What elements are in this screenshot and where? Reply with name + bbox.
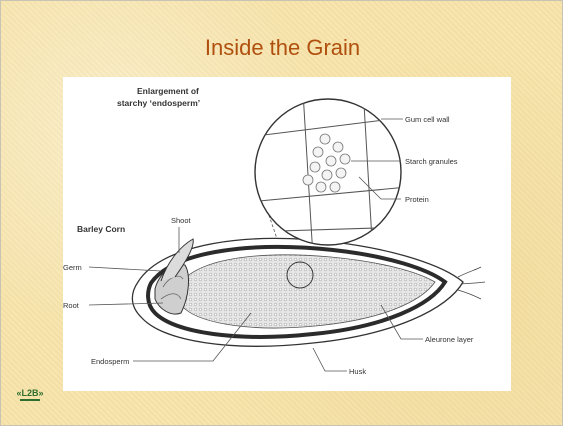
logo-underline	[20, 399, 40, 401]
enlargement-title-line1: Enlargement of	[137, 86, 199, 96]
brand-logo: «L2B»	[15, 387, 45, 405]
label-root: Root	[63, 301, 80, 310]
label-gum-cell-wall: Gum cell wall	[405, 115, 450, 124]
label-protein: Protein	[405, 195, 429, 204]
barley-grain-diagram: Enlargement of starchy ‘endosperm’ Gum c…	[63, 77, 511, 391]
diagram-panel: Enlargement of starchy ‘endosperm’ Gum c…	[63, 77, 511, 391]
logo-text: «L2B»	[16, 388, 43, 398]
label-starch-granules: Starch granules	[405, 157, 458, 166]
label-endosperm: Endosperm	[91, 357, 129, 366]
label-barley-corn: Barley Corn	[77, 224, 125, 234]
label-aleurone-layer: Aleurone layer	[425, 335, 474, 344]
slide-title: Inside the Grain	[1, 35, 563, 61]
label-germ: Germ	[63, 263, 82, 272]
label-husk: Husk	[349, 367, 366, 376]
label-shoot: Shoot	[171, 216, 192, 225]
enlargement-title-line2: starchy ‘endosperm’	[117, 98, 200, 108]
